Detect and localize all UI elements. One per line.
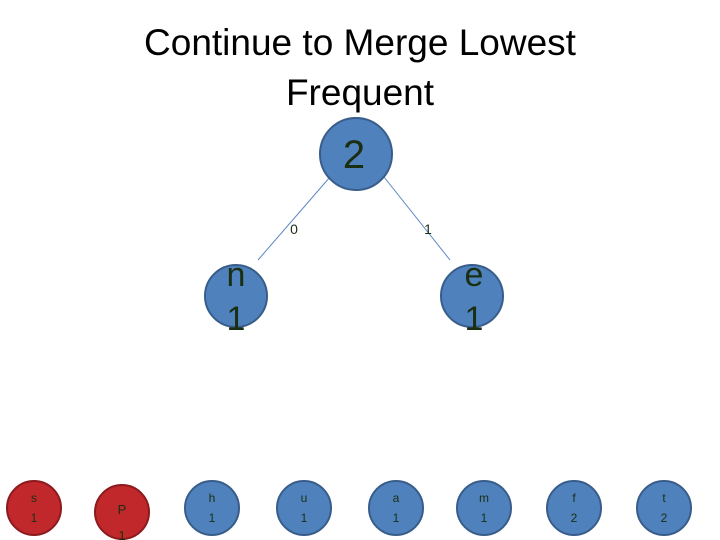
leaf-u-count: 1 (301, 511, 308, 525)
node-n: n 1 (204, 256, 268, 338)
leaf-m-count: 1 (481, 511, 488, 525)
leaf-s: s 1 (6, 480, 62, 536)
node-n-count: 1 (227, 300, 246, 338)
slide-title: Continue to Merge Lowest Frequent (0, 18, 720, 118)
edge-root-right (383, 176, 451, 261)
leaf-p: p 1 (94, 484, 150, 540)
leaf-h-symbol: h (209, 491, 216, 505)
leaf-s-symbol: s (31, 491, 37, 505)
edge-label-0: 0 (290, 221, 298, 237)
leaf-a: a 1 (368, 480, 424, 536)
leaf-a-count: 1 (393, 511, 400, 525)
leaf-h-count: 1 (209, 511, 216, 525)
leaf-m: m 1 (456, 480, 512, 536)
edge-label-1: 1 (424, 221, 432, 237)
leaf-t-count: 2 (661, 511, 668, 525)
node-n-symbol: n (227, 256, 246, 294)
leaf-a-symbol: a (393, 491, 400, 505)
leaf-p-count: 1 (118, 528, 125, 540)
leaf-h: h 1 (184, 480, 240, 536)
leaf-t-symbol: t (662, 491, 666, 505)
node-e: e 1 (440, 256, 504, 338)
leaf-p-symbol: p (118, 502, 127, 517)
leaf-t: t 2 (636, 480, 692, 536)
edge-root-left (257, 176, 331, 261)
node-e-symbol: e (465, 256, 484, 294)
title-line-2: Frequent (285, 72, 435, 113)
leaf-m-symbol: m (479, 491, 489, 505)
leaf-u: u 1 (276, 480, 332, 536)
leaf-s-count: 1 (31, 511, 38, 525)
node-e-count: 1 (465, 300, 484, 338)
root-node: 2 (319, 117, 393, 191)
title-line-1: Continue to Merge Lowest (144, 22, 576, 63)
leaf-f-symbol: f (572, 491, 576, 505)
leaf-f: f 2 (546, 480, 602, 536)
leaf-f-count: 2 (571, 511, 578, 525)
root-node-label: 2 (343, 133, 365, 177)
leaf-u-symbol: u (301, 491, 308, 505)
